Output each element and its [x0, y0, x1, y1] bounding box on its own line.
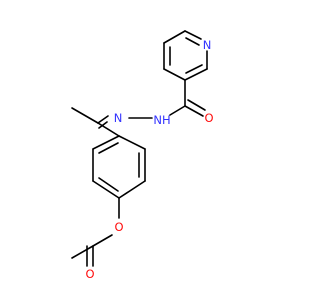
bond [163, 30, 186, 44]
phenyl-ring [92, 135, 146, 199]
bond [184, 68, 208, 81]
pyridine-ring [163, 30, 208, 81]
bond [185, 37, 200, 46]
bond [187, 99, 206, 111]
bond [163, 68, 186, 81]
bond [184, 105, 204, 117]
amide-nh-label: NH [153, 113, 170, 127]
bond [92, 234, 113, 247]
molecule-drawing: N O NH N O O [71, 30, 214, 281]
pyridine-nitrogen-label: N [203, 38, 212, 52]
hydrazone-nitrogen-label: N [114, 111, 123, 125]
bond [185, 64, 203, 74]
bond [97, 122, 120, 137]
bond [97, 115, 109, 124]
bond [118, 135, 146, 150]
bond [71, 107, 99, 124]
hydrazone-linkage [71, 107, 153, 137]
bond [169, 105, 186, 116]
bond [92, 180, 120, 199]
bond [98, 177, 119, 192]
carbonyl-oxygen-label: O [204, 111, 213, 125]
structure-canvas: N O NH N O O [71, 30, 214, 281]
amide-group [169, 79, 206, 117]
bond [118, 180, 146, 199]
bond [184, 30, 202, 40]
bond [92, 135, 120, 150]
ester-oxygen-label: O [114, 220, 123, 234]
bond [98, 121, 108, 129]
atom-labels: N O NH N O O [85, 38, 213, 281]
bond [98, 142, 119, 154]
acetyl-oxygen-label: O [85, 267, 94, 281]
acetate-group [71, 197, 120, 267]
bond [71, 245, 94, 259]
